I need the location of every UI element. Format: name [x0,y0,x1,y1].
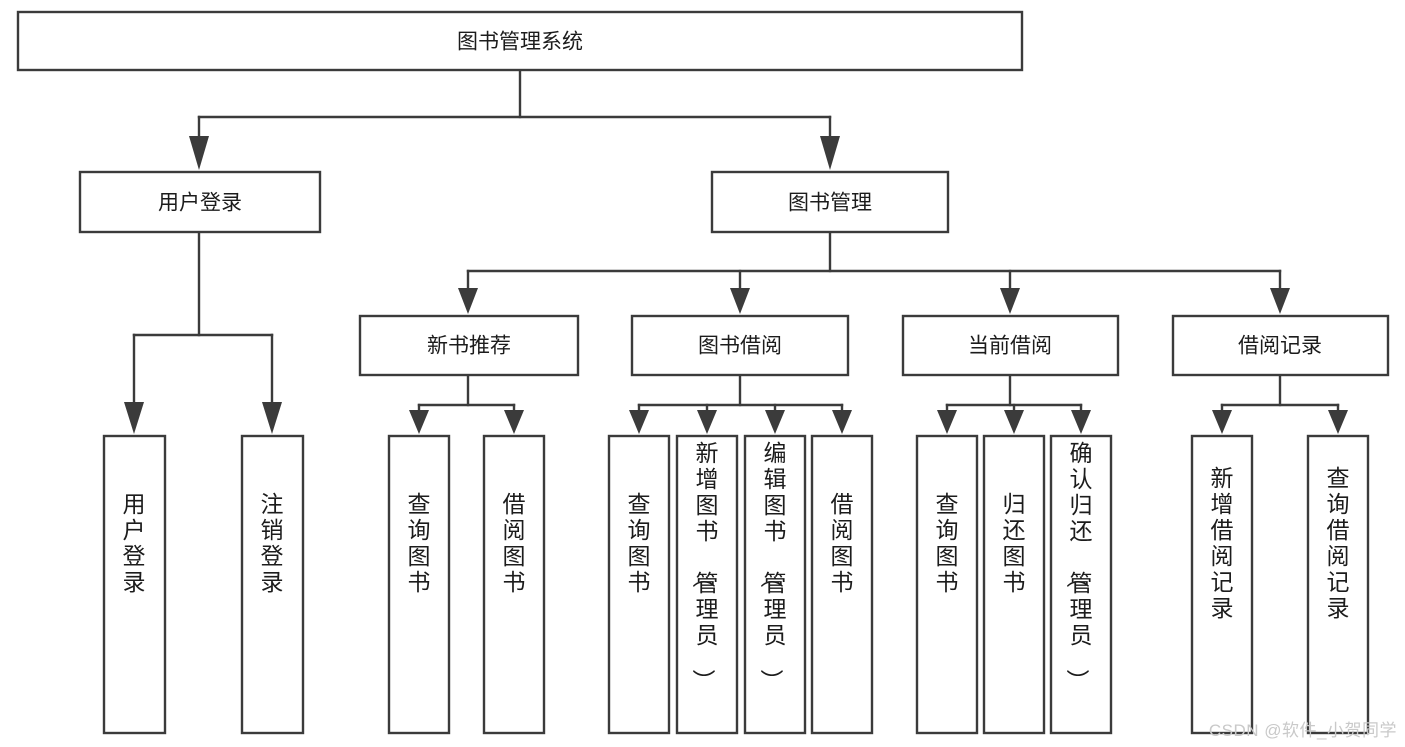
node-label: 新增借阅记录 [1211,465,1234,621]
arrow-head-icon [504,410,524,434]
node-box [675,434,739,735]
connector-current-borrow-to-leaves [937,373,1091,434]
node-label: 新书推荐 [427,335,511,358]
arrow-head-icon [262,402,282,434]
node-label: 用户登录 [123,491,146,595]
node-current-borrow[interactable]: 当前借阅 [901,314,1120,377]
arrow-head-icon [124,402,144,434]
arrow-head-icon [832,410,852,434]
node-box [607,434,671,735]
node-leaf-query-record[interactable]: 查询借阅记录 [1306,434,1370,735]
node-user-login[interactable]: 用户登录 [78,170,322,234]
node-box [1306,434,1370,735]
connector-book-borrow-to-leaves [629,373,852,434]
connector-new-book-recommend-to-leaves [409,373,524,434]
node-leaf-add-record[interactable]: 新增借阅记录 [1190,434,1254,735]
node-box [102,434,167,735]
node-label: 当前借阅 [968,335,1052,358]
node-box [982,434,1046,735]
node-box [710,170,950,234]
node-label: 编辑图书（管理员） [759,440,787,692]
arrow-head-icon [458,288,478,314]
node-label: 图书管理系统 [457,31,583,54]
node-label: 查询图书 [628,491,651,595]
node-leaf-query-book-3[interactable]: 查询图书 [915,434,979,735]
node-label: 用户登录 [158,192,242,215]
node-leaf-query-book-2[interactable]: 查询图书 [607,434,671,735]
node-leaf-query-book-1[interactable]: 查询图书 [387,434,451,735]
node-leaf-borrow-book-1[interactable]: 借阅图书 [482,434,546,735]
node-box [915,434,979,735]
arrow-head-icon [629,410,649,434]
arrow-head-icon [409,410,429,434]
node-box [630,314,850,377]
node-label: 确认归还（管理员） [1065,440,1093,692]
node-new-book-recommend[interactable]: 新书推荐 [358,314,580,377]
node-label: 查询借阅记录 [1327,465,1350,621]
node-leaf-borrow-book-2[interactable]: 借阅图书 [810,434,874,735]
node-leaf-add-book[interactable]: 新增图书（管理员） [675,434,739,735]
arrow-head-icon [730,288,750,314]
arrow-head-icon [1004,410,1024,434]
node-label: 查询图书 [936,491,959,595]
arrow-head-icon [1328,410,1348,434]
node-leaf-edit-book[interactable]: 编辑图书（管理员） [743,434,807,735]
node-label: 查询图书 [408,491,431,595]
arrow-head-icon [1000,288,1020,314]
node-box [1171,314,1390,377]
node-label: 归还图书 [1003,491,1026,595]
node-box [387,434,451,735]
node-label: 新增图书（管理员） [691,440,719,692]
node-leaf-confirm-return[interactable]: 确认归还（管理员） [1049,434,1113,735]
node-label: 图书借阅 [698,335,782,358]
connector-user-login-to-leaves [124,230,282,434]
arrow-head-icon [1212,410,1232,434]
csdn-watermark: CSDN @软件_小贺同学 [1208,721,1397,740]
arrow-head-icon [820,136,840,170]
node-box [482,434,546,735]
node-label: 注销登录 [261,491,284,595]
node-box [78,170,322,234]
arrow-head-icon [189,136,209,170]
node-root[interactable]: 图书管理系统 [16,10,1024,72]
node-box [901,314,1120,377]
node-label: 借阅图书 [503,491,526,595]
connector-borrow-record-to-leaves [1212,373,1348,434]
node-book-borrow[interactable]: 图书借阅 [630,314,850,377]
node-box [16,10,1024,72]
arrow-head-icon [1270,288,1290,314]
node-box [1049,434,1113,735]
arrow-head-icon [1071,410,1091,434]
node-label: 借阅图书 [831,491,854,595]
node-box [358,314,580,377]
arrow-head-icon [765,410,785,434]
node-label: 借阅记录 [1238,335,1322,358]
node-box [810,434,874,735]
connector-book-manage-to-level3 [458,230,1290,314]
arrow-head-icon [697,410,717,434]
node-borrow-record[interactable]: 借阅记录 [1171,314,1390,377]
node-box [743,434,807,735]
node-book-manage[interactable]: 图书管理 [710,170,950,234]
connector-root-to-level2 [189,68,840,170]
node-label: 图书管理 [788,192,872,215]
node-box [1190,434,1254,735]
node-leaf-user-login[interactable]: 用户登录 [102,434,167,735]
node-box [240,434,305,735]
node-leaf-user-logout[interactable]: 注销登录 [240,434,305,735]
arrow-head-icon [937,410,957,434]
node-leaf-return-book[interactable]: 归还图书 [982,434,1046,735]
